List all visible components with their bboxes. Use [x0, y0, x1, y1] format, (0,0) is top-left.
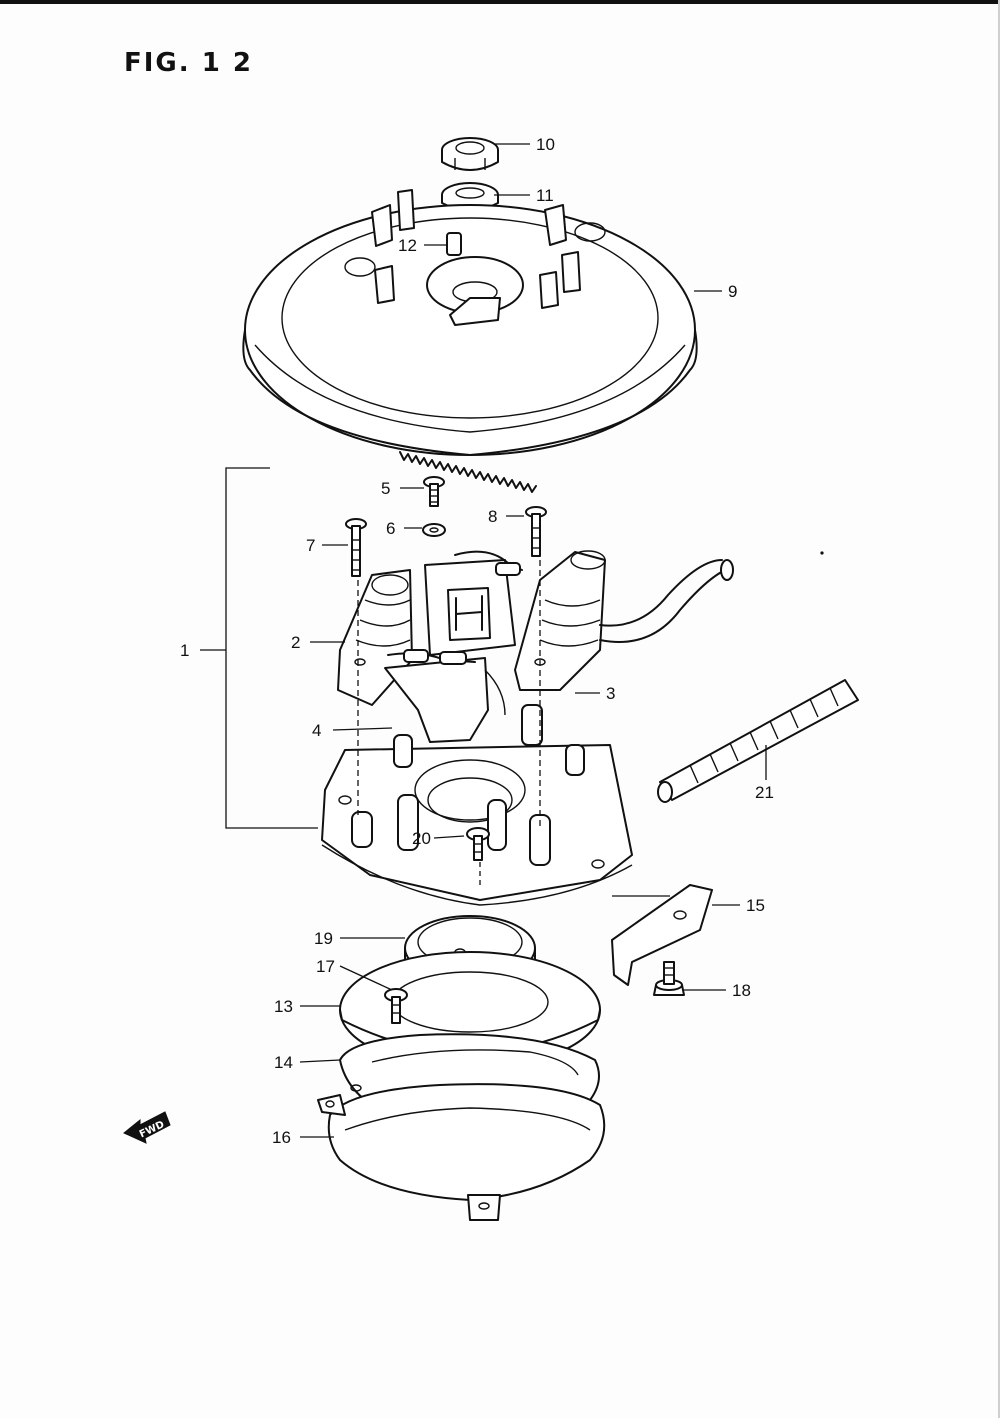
callout-4: 4 [312, 721, 321, 740]
part-5-screw [423, 476, 445, 507]
part-1-bracket-line [225, 467, 318, 829]
part-3-coil-right [514, 550, 734, 691]
part-10-nut [441, 137, 499, 171]
callout-21: 21 [755, 783, 774, 802]
speck-mark [820, 551, 824, 555]
callout-10: 10 [536, 135, 555, 154]
callout-5: 5 [381, 479, 390, 498]
callout-13: 13 [274, 997, 293, 1016]
part-21-spiral-tube [657, 679, 859, 803]
callout-6: 6 [386, 519, 395, 538]
callout-19: 19 [314, 929, 333, 948]
callout-2: 2 [291, 633, 300, 652]
figure-title: FIG. 1 2 [124, 48, 253, 78]
part-6-washer [422, 523, 446, 537]
callout-17: 17 [316, 957, 335, 976]
part-15-clip [611, 884, 713, 986]
callout-16: 16 [272, 1128, 291, 1147]
forward-arrow-icon: FWD [123, 1111, 171, 1144]
part-7-screw [345, 518, 367, 577]
stator-base-plate [321, 560, 633, 906]
callout-20: 20 [412, 829, 431, 848]
part-18-bolt [653, 961, 685, 996]
cdi-unit [424, 550, 523, 656]
part-16-base-plate [317, 1083, 606, 1221]
callout-3: 3 [606, 684, 615, 703]
callout-1: 1 [180, 641, 189, 660]
part-17-screw [384, 988, 408, 1024]
callout-7: 7 [306, 536, 315, 555]
part-20-screw [466, 827, 490, 885]
callout-15: 15 [746, 896, 765, 915]
leader-lines [200, 143, 767, 1138]
callout-8: 8 [488, 507, 497, 526]
part-4-pulser [384, 649, 506, 743]
scan-right-edge [998, 0, 1000, 1418]
callout-11: 11 [536, 186, 554, 205]
callout-18: 18 [732, 981, 751, 1000]
part-8-screw [525, 506, 547, 557]
callout-12: 12 [398, 236, 417, 255]
callout-9: 9 [728, 282, 737, 301]
part-9-flywheel [242, 189, 698, 493]
callout-14: 14 [274, 1053, 293, 1072]
callout-labels: 1 2 3 4 5 6 7 8 9 10 11 12 13 14 15 16 1… [180, 135, 774, 1147]
scan-top-edge [0, 0, 1000, 4]
